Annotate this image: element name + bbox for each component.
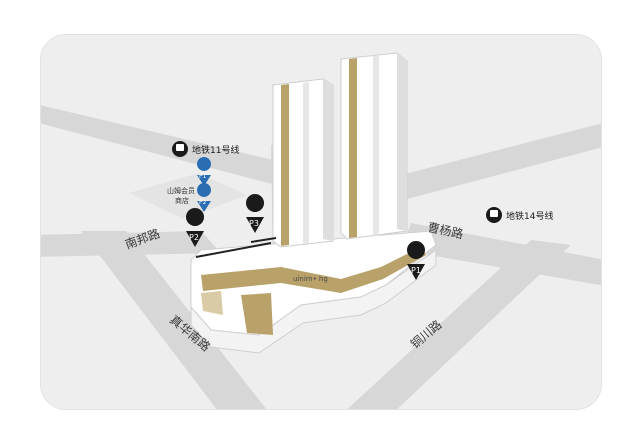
- tower-left: [272, 78, 334, 248]
- metro-14-marker[interactable]: 地铁14号线: [486, 207, 553, 223]
- site-map: uinim• hg 南邦路 真华南路 铜川路 曹杨路 地铁11号线: [41, 35, 601, 409]
- tower-right: [340, 52, 408, 240]
- podium-building: uinim• hg: [190, 230, 437, 354]
- tower-left-gold-stripe: [281, 84, 289, 246]
- podium-gold-band: [201, 247, 426, 293]
- parking-pin-p1-store[interactable]: P1: [197, 157, 212, 186]
- pin-label: P3: [249, 219, 259, 228]
- store-block: [129, 173, 247, 219]
- podium-base: [190, 249, 437, 354]
- parking-pin-p1-main[interactable]: P1: [407, 241, 426, 280]
- metro-train-window: [176, 144, 184, 151]
- road-tongchuan: [347, 240, 571, 409]
- map-pin-icon: [197, 157, 212, 186]
- store-label-line2: 商店: [175, 196, 189, 205]
- parking-pin-p3-main[interactable]: P3: [246, 194, 265, 233]
- access-line-p2: [195, 242, 272, 258]
- podium-gold-panel: [241, 293, 273, 335]
- road-upper-left: [41, 105, 286, 185]
- podium-gold-panel-left: [201, 291, 223, 315]
- access-line-p3: [250, 237, 277, 243]
- map-frame: uinim• hg 南邦路 真华南路 铜川路 曹杨路 地铁11号线: [40, 34, 602, 410]
- road-label-caoyang: 曹杨路: [426, 219, 464, 241]
- metro-label: 地铁14号线: [506, 210, 553, 222]
- tower-right-shade: [373, 55, 379, 236]
- tower-right-side: [397, 53, 407, 231]
- map-pin-icon: [407, 241, 426, 280]
- pin-label: P1: [199, 173, 207, 180]
- metro-train-window: [490, 210, 498, 217]
- road-zhenhua-south: [81, 231, 267, 409]
- store-label-line1: 山姆会员: [167, 186, 195, 195]
- metro-label: 地铁11号线: [192, 144, 239, 156]
- pin-label: P2: [199, 199, 207, 206]
- map-pin-icon: [197, 183, 212, 212]
- building-sign: uinim• hg: [293, 275, 328, 283]
- parking-pin-p2-main[interactable]: P2: [186, 208, 205, 247]
- tower-right-gold-stripe: [349, 58, 357, 238]
- road-upper-right: [401, 123, 601, 199]
- parking-pin-p2-store[interactable]: P2: [197, 183, 212, 212]
- pin-label: P2: [189, 233, 199, 242]
- map-pin-icon: [246, 194, 265, 233]
- tower-left-shade: [303, 82, 309, 244]
- pin-label: P1: [411, 266, 421, 275]
- road-caoyang: [401, 223, 601, 286]
- tower-left-side: [323, 79, 333, 241]
- metro-11-marker[interactable]: 地铁11号线: [172, 141, 239, 157]
- map-pin-icon: [186, 208, 205, 247]
